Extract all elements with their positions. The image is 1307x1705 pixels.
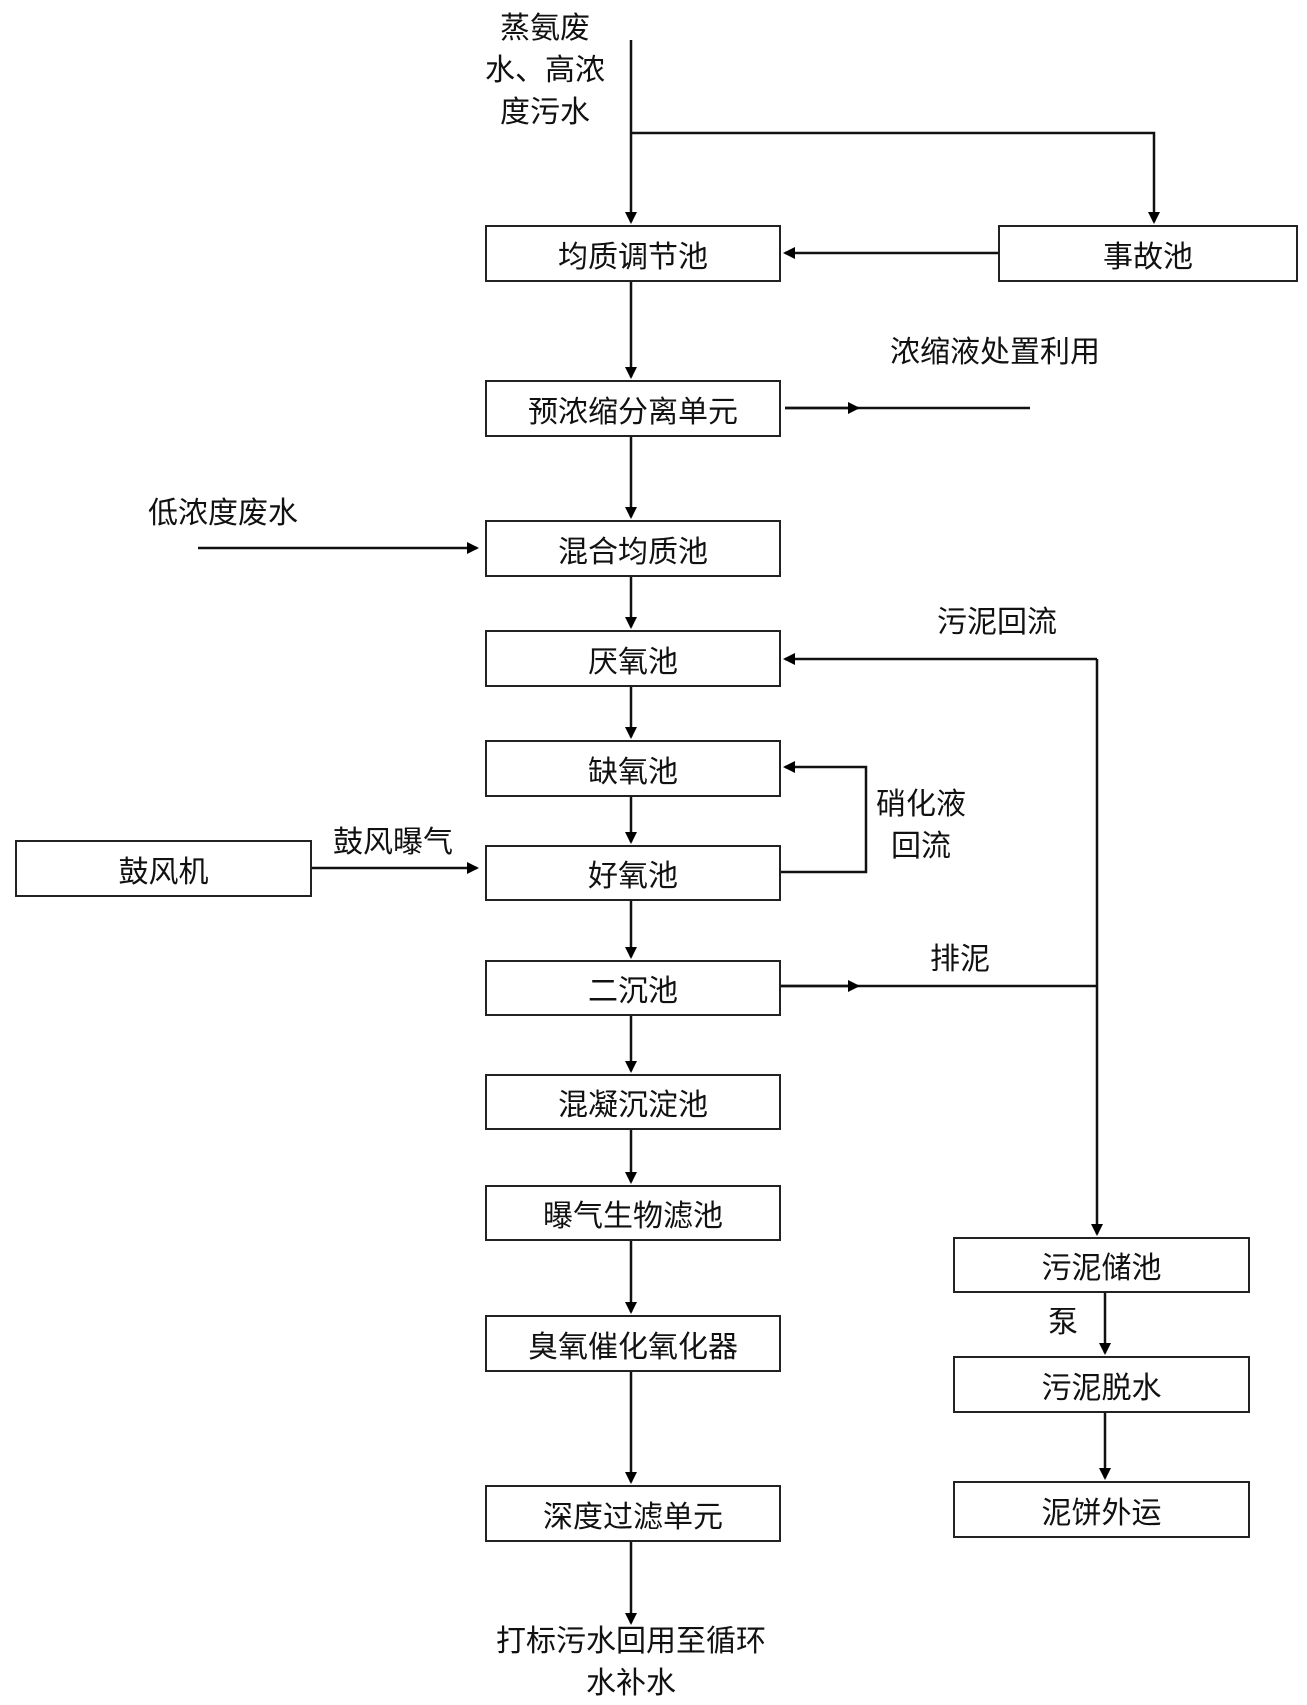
anoxic-tank-box: 缺氧池 xyxy=(485,740,781,797)
accident-tank-box: 事故池 xyxy=(998,225,1298,282)
cake-transport-box: 泥饼外运 xyxy=(953,1481,1250,1538)
deep-filtration-box: 深度过滤单元 xyxy=(485,1485,781,1542)
concentrate-disposal-label: 浓缩液处置利用 xyxy=(890,335,1100,370)
sludge-dewatering-box: 污泥脱水 xyxy=(953,1356,1250,1413)
anaerobic-tank-box: 厌氧池 xyxy=(485,630,781,687)
preconcentration-unit-box: 预浓缩分离单元 xyxy=(485,380,781,437)
baf-box: 曝气生物滤池 xyxy=(485,1185,781,1241)
blower-box: 鼓风机 xyxy=(15,840,312,897)
secondary-clarifier-box: 二沉池 xyxy=(485,960,781,1016)
pump-label: 泵 xyxy=(1048,1305,1078,1340)
feed-to-accident-line xyxy=(631,131,1160,224)
aerobic-tank-box: 好氧池 xyxy=(485,845,781,901)
ammonia-wastewater-label: 蒸氨废 水、高浓 度污水 xyxy=(485,11,605,130)
sludge-return-label: 污泥回流 xyxy=(937,605,1057,640)
coagulation-tank-box: 混凝沉淀池 xyxy=(485,1074,781,1130)
sludge-storage-box: 污泥储池 xyxy=(953,1237,1250,1293)
nitrified-return-label: 硝化液 回流 xyxy=(876,787,966,864)
mixing-tank-box: 混合均质池 xyxy=(485,520,781,577)
sludge-discharge-label: 排泥 xyxy=(930,942,990,977)
ozone-oxidizer-box: 臭氧催化氧化器 xyxy=(485,1315,781,1372)
low-conc-wastewater-label: 低浓度废水 xyxy=(148,496,298,531)
blower-aeration-label: 鼓风曝气 xyxy=(333,825,453,860)
nitrified-return-line xyxy=(781,761,868,874)
homogenization-tank-box: 均质调节池 xyxy=(485,225,781,282)
final-output-label: 打标污水回用至循环 水补水 xyxy=(496,1624,766,1701)
